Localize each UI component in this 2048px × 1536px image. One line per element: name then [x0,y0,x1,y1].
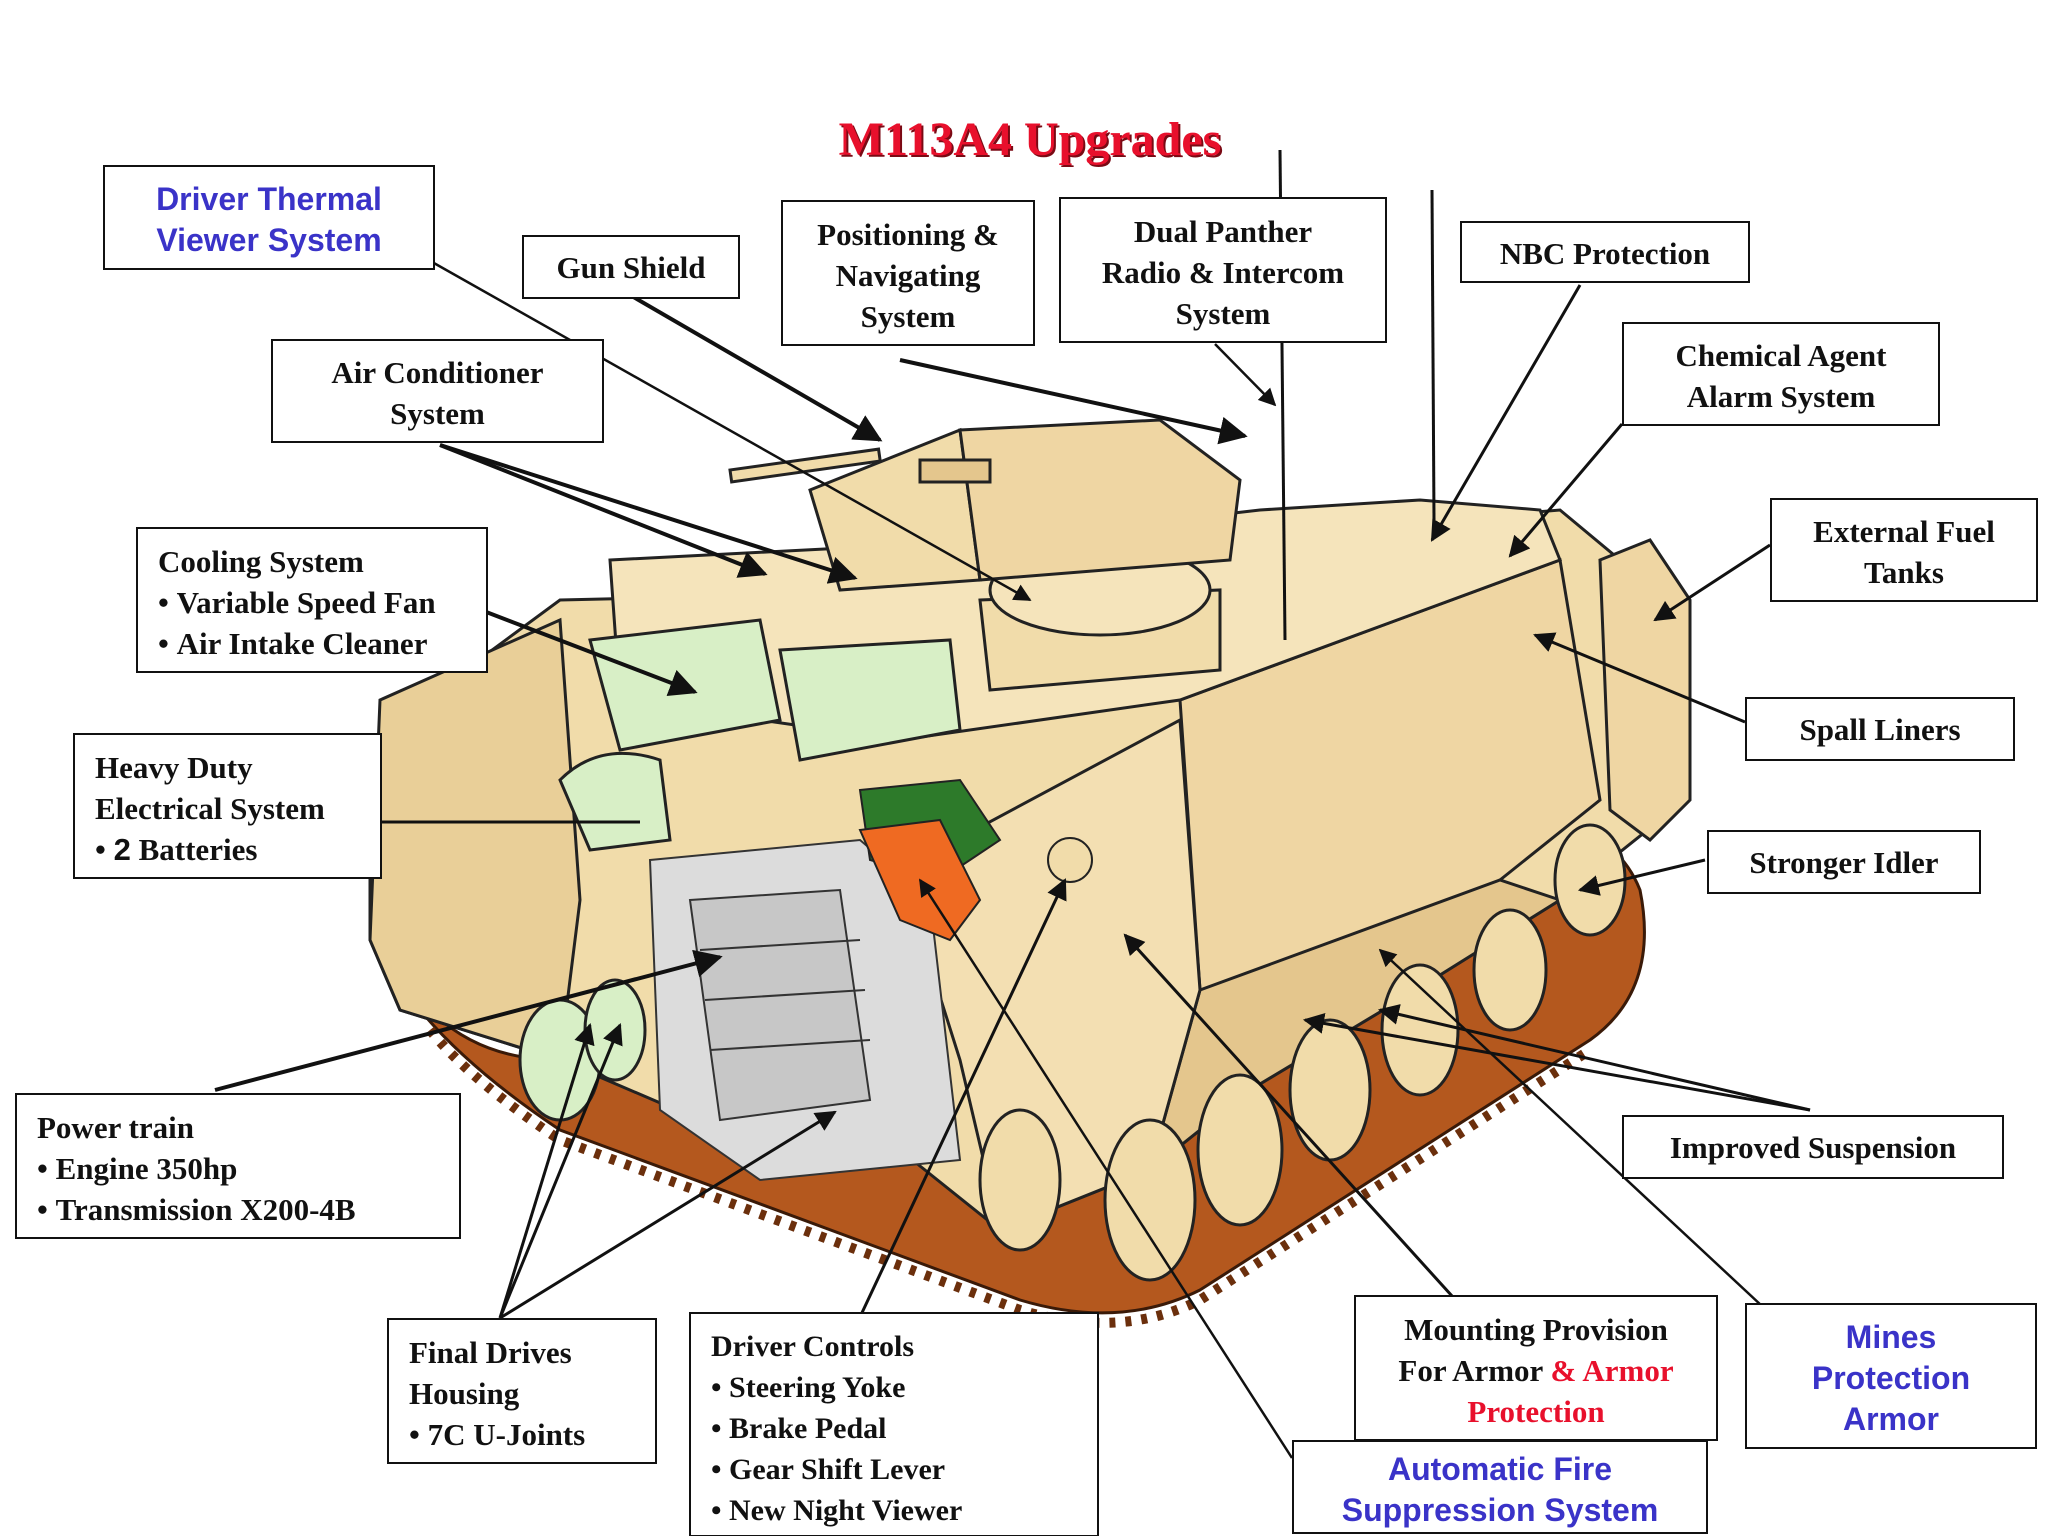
callout-external-fuel-tanks: External Fuel Tanks [1770,498,2038,602]
callout-line: Improved Suspension [1669,1130,1957,1165]
diagram-title: M113A4 Upgrades [838,113,1222,166]
callout-line: Alarm System [1686,379,1876,414]
callout-line: Suppression System [1341,1492,1659,1528]
callout-driver-thermal-viewer: Driver Thermal Viewer System [103,165,435,270]
battery-count: 2 [113,832,131,867]
callout-bullet-list: 2 Batteries [95,829,380,870]
callout-line: Positioning & [817,217,999,252]
callout-line: Viewer System [156,222,382,258]
callout-bullet: Engine 350hp [37,1148,459,1189]
callout-power-train: Power train Engine 350hp Transmission X2… [15,1093,461,1239]
callout-line: Navigating [835,258,981,293]
callout-line: System [390,396,485,431]
callout-positioning-navigating: Positioning & Navigating System [781,200,1035,346]
callout-bullet: Transmission X200-4B [37,1189,459,1230]
callout-line: Driver Controls [711,1330,915,1363]
callout-line: Spall Liners [1799,712,1961,747]
callout-bullet-list: 7C U-Joints [409,1414,655,1455]
callout-line: Dual Panther [1133,214,1313,249]
callout-line: NBC Protection [1499,236,1711,271]
callout-line: Electrical System [95,791,325,826]
callout-line: Tanks [1864,555,1944,590]
callout-bullet: New Night Viewer [711,1490,1097,1531]
callout-driver-controls: Driver Controls Steering Yoke Brake Peda… [689,1312,1099,1536]
callout-bullet: 2 Batteries [95,829,380,870]
callout-spall-liners: Spall Liners [1745,697,2015,761]
callout-bullet: Air Intake Cleaner [158,623,486,664]
callout-cooling-system: Cooling System Variable Speed Fan Air In… [136,527,488,673]
battery-label: Batteries [130,832,258,867]
callout-bullet-list: Variable Speed Fan Air Intake Cleaner [158,582,486,664]
callout-mounting-provision-armor: Mounting Provision For Armor & Armor Pro… [1354,1295,1718,1441]
callout-line: Automatic Fire [1387,1451,1613,1487]
callout-air-conditioner: Air Conditioner System [271,339,604,443]
callout-line: Armor [1842,1401,1939,1437]
callout-dual-panther-radio: Dual Panther Radio & Intercom System [1059,197,1387,343]
callout-heavy-duty-electrical: Heavy Duty Electrical System 2 Batteries [73,733,382,879]
callout-bullet: Variable Speed Fan [158,582,486,623]
callout-line: Mounting Provision [1404,1312,1668,1347]
callout-line: Final Drives [409,1335,572,1370]
engine-block [648,838,962,1182]
callout-gun-shield: Gun Shield [522,235,740,299]
callout-line: Radio & Intercom [1101,255,1345,290]
callout-bullet-list: Steering Yoke Brake Pedal Gear Shift Lev… [711,1367,1097,1531]
callout-line: System [1175,296,1271,331]
callout-bullet: Steering Yoke [711,1367,1097,1408]
callout-text: For Armor [1398,1353,1551,1388]
callout-line: System [860,299,956,334]
callout-mines-protection-armor: Mines Protection Armor [1745,1303,2037,1449]
callout-line: Driver Thermal [156,181,382,217]
callout-line-red: Protection [1467,1394,1605,1429]
turret-assembly [728,418,1242,692]
callout-stronger-idler: Stronger Idler [1707,830,1981,894]
callout-line: For Armor & Armor [1356,1350,1716,1391]
callout-nbc-protection: NBC Protection [1460,221,1750,283]
callout-line: Stronger Idler [1749,845,1939,880]
callout-line: Power train [37,1110,194,1145]
callout-final-drives-housing: Final Drives Housing 7C U-Joints [387,1318,657,1464]
callout-bullet: Brake Pedal [711,1408,1097,1449]
callout-line: External Fuel [1813,514,1995,549]
callout-bullet-list: Engine 350hp Transmission X200-4B [37,1148,459,1230]
callout-line: Housing [409,1376,520,1411]
callout-automatic-fire-suppression: Automatic Fire Suppression System [1292,1440,1708,1534]
callout-line: Heavy Duty [95,750,253,785]
callout-improved-suspension: Improved Suspension [1622,1115,2004,1179]
callout-bullet: 7C U-Joints [409,1414,655,1455]
callout-line: Air Conditioner [331,355,544,390]
callout-chemical-agent-alarm: Chemical Agent Alarm System [1622,322,1940,426]
callout-line: Chemical Agent [1675,338,1887,373]
callout-line: Protection [1811,1360,1971,1396]
cooling-components [518,618,962,1122]
callout-line: Cooling System [158,544,364,579]
callout-line: Gun Shield [556,250,706,285]
callout-text-red: & Armor [1550,1353,1674,1388]
callout-bullet: Gear Shift Lever [711,1449,1097,1490]
road-wheels [978,823,1627,1282]
leader-lines [214,256,1811,1459]
callout-line: Mines [1845,1319,1937,1355]
